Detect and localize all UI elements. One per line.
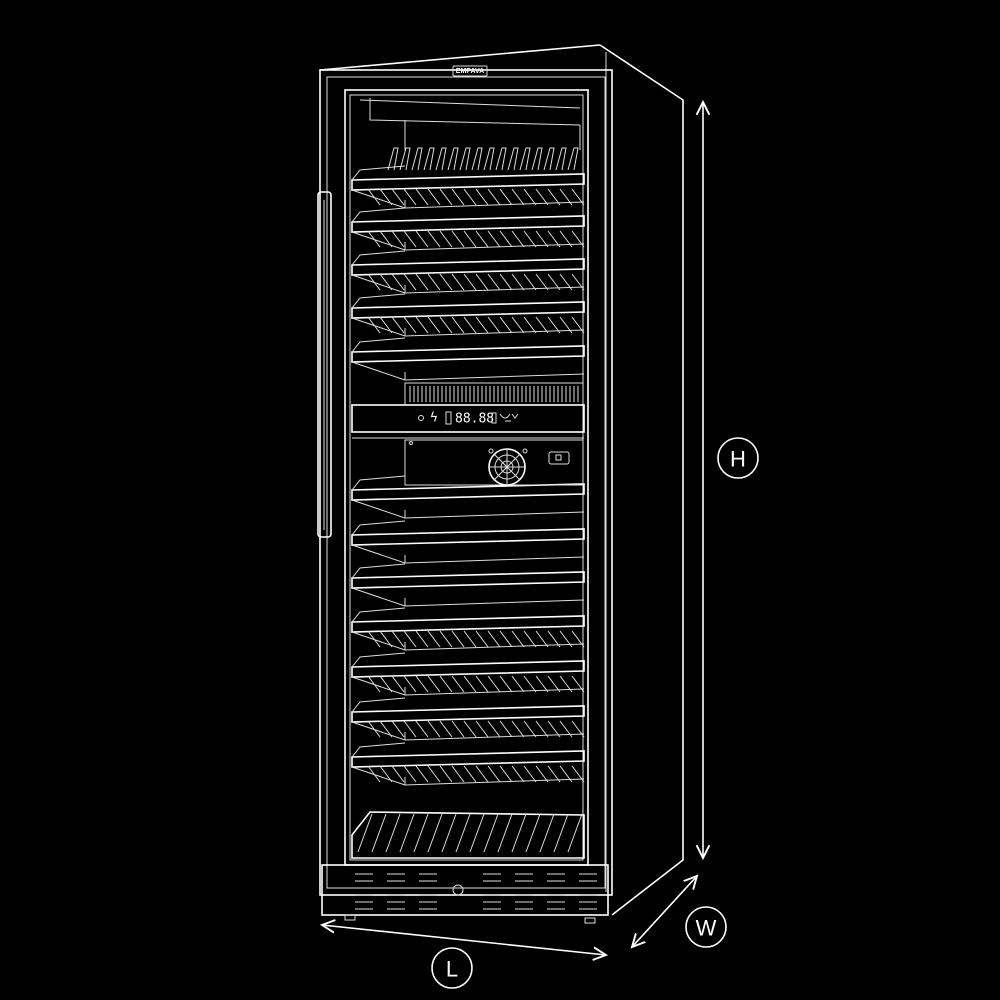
base-grille <box>321 864 609 924</box>
shelf <box>351 165 585 209</box>
wine-bottle <box>531 147 543 171</box>
shelf <box>351 207 585 251</box>
wine-bottle <box>399 147 411 171</box>
shelf <box>351 475 585 519</box>
shelves <box>351 147 585 786</box>
lock-keyhole-icon <box>452 884 464 896</box>
shelf <box>351 607 585 651</box>
svg-text:L: L <box>446 957 458 982</box>
wine-bottle <box>495 147 507 171</box>
wine-bottle <box>543 147 555 171</box>
bottom-rack <box>351 811 585 859</box>
wine-bottle <box>423 147 435 171</box>
svg-text:EMPAVA: EMPAVA <box>456 68 484 75</box>
length-dimension: L <box>322 925 606 989</box>
temperature-display: 88.88 <box>455 412 494 427</box>
sensor-icon <box>548 451 570 465</box>
lock-icon <box>499 413 519 422</box>
wine-bottle <box>387 147 399 171</box>
light-icon: ϟ <box>430 411 438 426</box>
wine-bottle <box>507 147 519 171</box>
shelf <box>351 250 585 294</box>
svg-text:H: H <box>730 447 746 472</box>
fan-icon <box>488 448 528 486</box>
top-light <box>359 98 581 150</box>
svg-text:W: W <box>696 916 717 941</box>
shelf <box>351 293 585 337</box>
shelf <box>351 520 585 564</box>
power-icon <box>418 415 424 421</box>
wine-bottle <box>471 147 483 171</box>
wine-bottle <box>411 147 423 171</box>
height-dimension: H <box>703 102 759 858</box>
shelf <box>351 563 585 607</box>
vent-slats <box>409 386 579 402</box>
wine-bottle <box>447 147 459 171</box>
unit-indicator-icon <box>491 412 497 424</box>
shelf <box>351 742 585 786</box>
control-panel[interactable]: ϟ 88.88 <box>351 382 585 439</box>
fan-housing <box>404 439 584 486</box>
wine-bottle <box>483 147 495 171</box>
door-frame[interactable] <box>319 69 613 896</box>
brand-logo-badge: EMPAVA <box>452 65 488 77</box>
wine-bottle <box>519 147 531 171</box>
width-dimension: W <box>632 876 727 947</box>
wine-bottle <box>567 147 579 171</box>
shelf <box>351 337 585 381</box>
shelf <box>351 697 585 741</box>
wine-bottle <box>555 147 567 171</box>
wine-bottle <box>459 147 471 171</box>
door-handle[interactable] <box>317 191 332 538</box>
zone-indicator-icon <box>445 411 452 425</box>
shelf <box>351 652 585 696</box>
wine-bottle <box>435 147 447 171</box>
